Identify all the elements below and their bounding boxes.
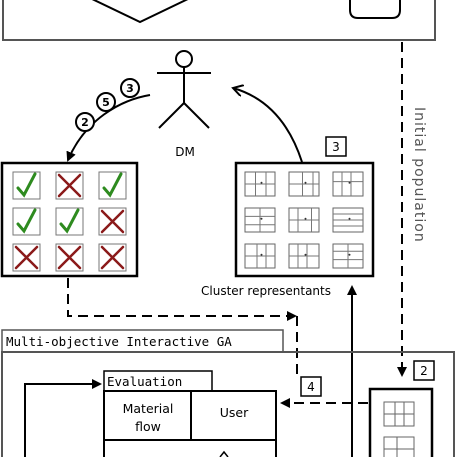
user-label: User bbox=[220, 405, 249, 420]
selection-arrow bbox=[66, 94, 151, 162]
check-mark-icon bbox=[98, 171, 127, 200]
selection-to-ga-arrow bbox=[67, 278, 297, 321]
cluster-caption: Cluster representants bbox=[201, 284, 331, 298]
check-mark-icon bbox=[55, 207, 84, 236]
ga-loop-arrow bbox=[24, 379, 102, 457]
ranking-badge: 2 bbox=[75, 112, 95, 132]
layout-thumbnail bbox=[244, 243, 276, 269]
evaluation-step-badge bbox=[300, 376, 322, 397]
cross-mark-icon bbox=[55, 243, 84, 272]
check-mark-icon bbox=[12, 207, 41, 236]
dm-label: DM bbox=[175, 145, 195, 159]
layout-thumbnail bbox=[332, 207, 364, 233]
layout-thumbnail bbox=[332, 171, 364, 197]
svg-text:3: 3 bbox=[126, 82, 134, 95]
cross-mark-icon bbox=[55, 171, 84, 200]
population-step-badge bbox=[413, 360, 435, 381]
layout-thumbnail bbox=[244, 207, 276, 233]
decision-shape bbox=[91, 0, 189, 24]
layout-thumbnail bbox=[288, 207, 320, 233]
cluster-step-number: 3 bbox=[332, 140, 340, 154]
evaluation-label: Evaluation bbox=[107, 374, 182, 389]
material-flow-label: Material bbox=[123, 401, 174, 416]
population-box bbox=[368, 387, 434, 457]
cluster-step-badge bbox=[325, 136, 347, 157]
selection-grid bbox=[12, 171, 127, 272]
cluster-to-dm-arrow bbox=[233, 88, 303, 163]
material-flow-label-2: flow bbox=[135, 419, 161, 434]
layout-thumbnail bbox=[332, 243, 364, 269]
cut-text-fragment bbox=[219, 450, 229, 457]
cross-mark-icon bbox=[12, 243, 41, 272]
cross-mark-icon bbox=[98, 207, 127, 236]
ranking-badge: 5 bbox=[96, 92, 116, 112]
population-layout bbox=[383, 401, 415, 457]
ga-panel bbox=[1, 351, 455, 457]
ranking-badge: 3 bbox=[120, 78, 140, 98]
decision-maker-figure bbox=[157, 50, 211, 129]
top-frame bbox=[2, 0, 436, 41]
ga-title: Multi-objective Interactive GA bbox=[6, 334, 232, 349]
layout-thumbnail bbox=[288, 243, 320, 269]
cluster-layouts bbox=[244, 171, 364, 269]
initial-population-label: Initial population bbox=[411, 107, 427, 243]
svg-text:2: 2 bbox=[81, 116, 89, 129]
layout-thumbnail bbox=[288, 171, 320, 197]
population-step-number: 2 bbox=[420, 364, 428, 378]
database-shape bbox=[349, 0, 401, 19]
svg-text:5: 5 bbox=[102, 96, 110, 109]
layout-thumbnail bbox=[244, 171, 276, 197]
evaluation-step-number: 4 bbox=[307, 380, 315, 394]
check-mark-icon bbox=[12, 171, 41, 200]
cross-mark-icon bbox=[98, 243, 127, 272]
